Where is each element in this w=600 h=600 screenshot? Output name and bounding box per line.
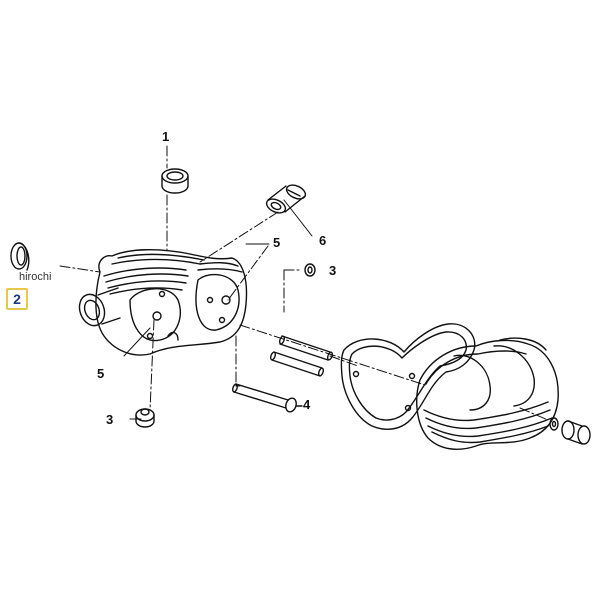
- part-3-nut-top: [304, 263, 316, 277]
- part-3-nut-bottom: [135, 408, 155, 428]
- part-1-ring-seal: [161, 168, 189, 194]
- cap-nut-assembly: [549, 417, 591, 445]
- callout-5-top: 5: [273, 235, 281, 250]
- part-2-ring: [10, 242, 30, 271]
- callout-4: 4: [303, 397, 311, 412]
- watermark-text: hirochi: [19, 271, 52, 283]
- callout-3-top: 3: [329, 263, 337, 278]
- callout-5-left: 5: [97, 366, 105, 381]
- highlighted-part-2-badge[interactable]: 2: [6, 288, 28, 310]
- callout-1: 1: [162, 129, 170, 144]
- highlighted-part-number: 2: [13, 291, 21, 307]
- cylinder-head: [78, 249, 248, 356]
- gasket: [340, 323, 476, 430]
- studs: [232, 335, 334, 413]
- callout-6: 6: [319, 233, 327, 248]
- valve-cover: [416, 337, 559, 450]
- part-6-sleeve: [265, 184, 307, 214]
- callout-3-left: 3: [106, 412, 114, 427]
